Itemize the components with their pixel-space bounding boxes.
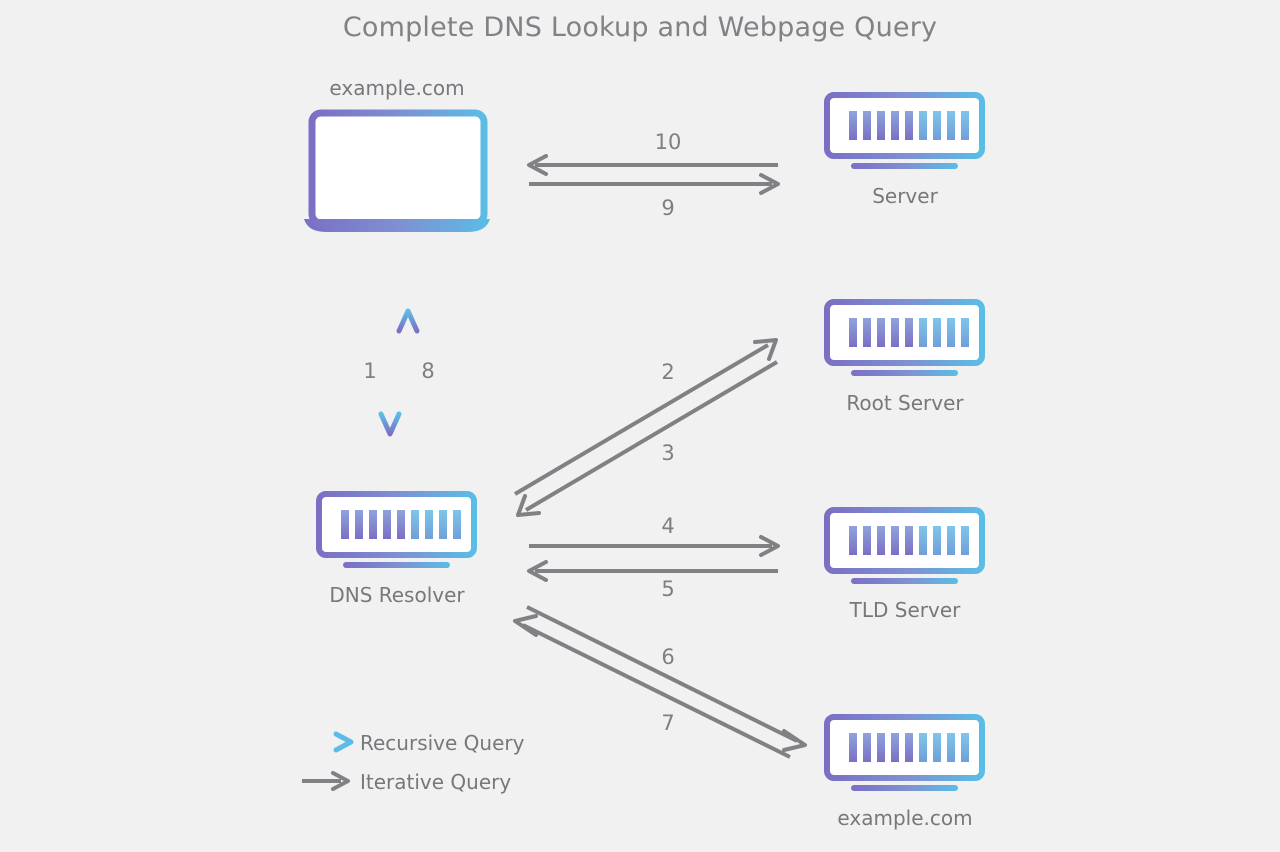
legend-arrow-iterative bbox=[302, 771, 350, 791]
server-icon-authoritative-server bbox=[824, 714, 985, 791]
edge-arrow-1 bbox=[378, 308, 402, 437]
server-icon-tld-server bbox=[824, 507, 985, 584]
edge-arrow-3 bbox=[516, 360, 779, 517]
edge-label-3: 3 bbox=[661, 441, 675, 465]
edge-arrow-7 bbox=[513, 614, 791, 759]
legend-label-iterative: Iterative Query bbox=[360, 770, 512, 794]
edge-label-6: 6 bbox=[661, 645, 675, 669]
edge-arrow-5 bbox=[527, 560, 778, 582]
edge-label-1: 1 bbox=[363, 359, 377, 383]
edge-arrow-2 bbox=[513, 338, 778, 496]
edge-label-9: 9 bbox=[661, 196, 675, 220]
page-title: Complete DNS Lookup and Webpage Query bbox=[342, 12, 938, 43]
node-label-tld-server: TLD Server bbox=[849, 598, 961, 622]
node-label-web-server: Server bbox=[872, 184, 938, 208]
node-label-client: example.com bbox=[329, 76, 465, 100]
server-icon-resolver bbox=[316, 491, 477, 568]
node-label-authoritative-server: example.com bbox=[837, 806, 973, 830]
edge-arrow-8 bbox=[396, 308, 420, 437]
edge-arrow-9 bbox=[529, 173, 780, 195]
node-label-root-server: Root Server bbox=[846, 391, 964, 415]
edge-label-7: 7 bbox=[661, 711, 675, 735]
legend-label-recursive: Recursive Query bbox=[360, 731, 525, 755]
edge-label-2: 2 bbox=[661, 360, 675, 384]
laptop-icon bbox=[304, 109, 490, 232]
edge-arrow-10 bbox=[527, 154, 778, 176]
server-icon-web-server bbox=[824, 92, 985, 169]
edge-label-5: 5 bbox=[661, 577, 675, 601]
edge-label-4: 4 bbox=[661, 514, 675, 538]
edge-label-10: 10 bbox=[654, 130, 682, 154]
legend-arrow-recursive bbox=[302, 731, 354, 753]
server-icon-root-server bbox=[824, 299, 985, 376]
edge-arrow-6 bbox=[526, 605, 807, 752]
edge-label-8: 8 bbox=[421, 359, 435, 383]
edge-arrow-4 bbox=[529, 535, 780, 557]
node-label-resolver: DNS Resolver bbox=[329, 583, 465, 607]
